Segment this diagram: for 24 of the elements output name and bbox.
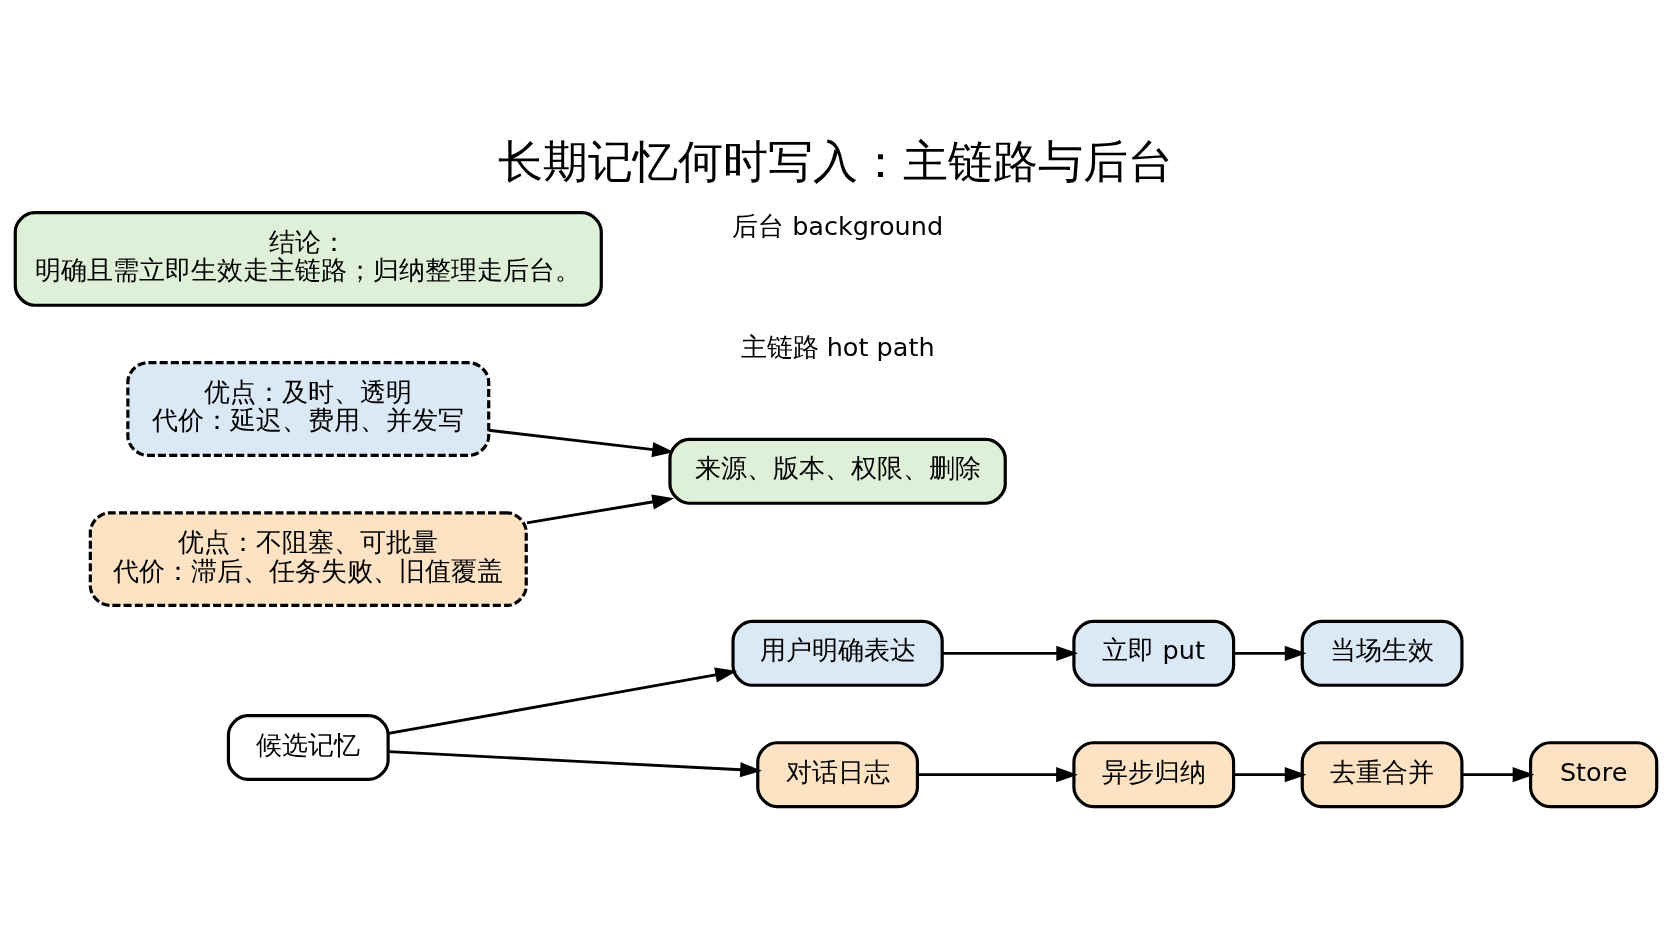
arrow [526,494,674,525]
node-box: 优点：不阻塞、可批量 代价：滞后、任务失败、旧值覆盖 [88,511,528,607]
diagram-title: 长期记忆何时写入：主链路与后台 [498,135,1174,188]
node-box: 结论： 明确且需立即生效走主链路；归纳整理走后台。 [13,211,603,307]
label: 后台 background [732,210,944,241]
node-box: 当场生效 [1300,619,1464,687]
label: 主链路 hot path [740,332,935,363]
arrow [488,428,674,458]
arrow [388,667,737,735]
arrow [1234,645,1307,661]
node-box: 优点：及时、透明 代价：延迟、费用、并发写 [126,361,491,457]
node-box: 来源、版本、权限、删除 [668,437,1007,505]
node-box: Store [1529,741,1659,809]
node-box: 去重合并 [1300,741,1464,809]
node-box: 立即 put [1072,619,1236,687]
arrow [1462,767,1535,783]
arrow [917,767,1078,783]
node-box: 对话日志 [756,741,920,809]
arrow [1234,767,1307,783]
node-box: 用户明确表达 [731,619,944,687]
node-box: 异步归纳 [1072,741,1236,809]
node-box: 候选记忆 [226,714,390,782]
arrow [942,645,1079,661]
arrow [388,750,762,778]
